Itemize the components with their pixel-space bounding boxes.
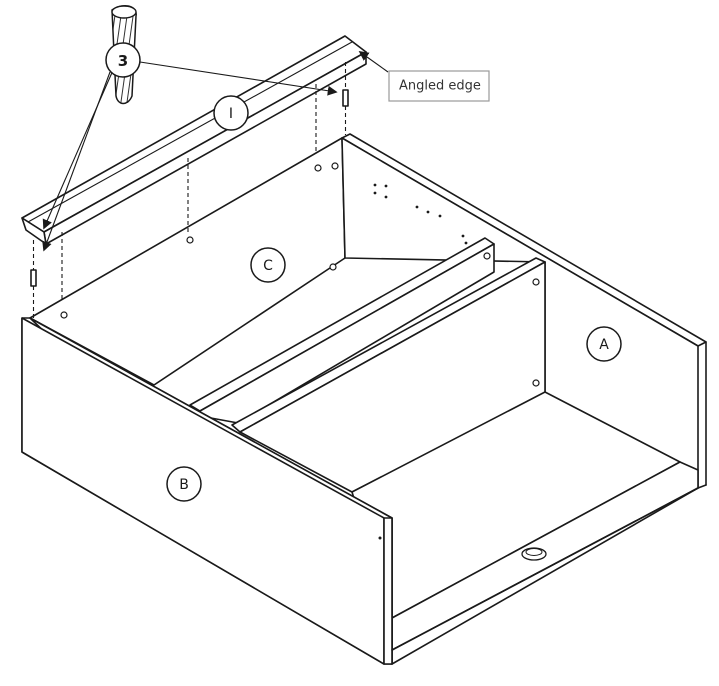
divider-panel-rear bbox=[189, 237, 495, 424]
rail-part-i bbox=[21, 35, 367, 245]
front-panel-b bbox=[21, 317, 699, 665]
dowel-right bbox=[342, 62, 349, 135]
callout-a: A bbox=[586, 326, 622, 362]
callout-b: B bbox=[166, 466, 202, 502]
pegboard-floor bbox=[351, 391, 699, 651]
svg-text:I: I bbox=[229, 106, 233, 122]
fastener-arrows bbox=[42, 61, 338, 252]
svg-text:B: B bbox=[179, 477, 189, 493]
callout-i: I bbox=[213, 95, 249, 131]
angled-edge-text: Angled edge bbox=[399, 79, 481, 94]
dowel-left bbox=[30, 240, 37, 320]
panel-a-holes bbox=[373, 183, 468, 245]
screw-holes bbox=[60, 162, 339, 319]
callout-3: 3 bbox=[105, 42, 141, 78]
svg-text:3: 3 bbox=[118, 52, 128, 70]
callout-c: C bbox=[250, 247, 286, 283]
divider-panel-front bbox=[231, 257, 546, 493]
svg-text:C: C bbox=[263, 258, 273, 274]
svg-text:A: A bbox=[599, 337, 609, 353]
angled-edge-label: Angled edge bbox=[358, 51, 490, 102]
